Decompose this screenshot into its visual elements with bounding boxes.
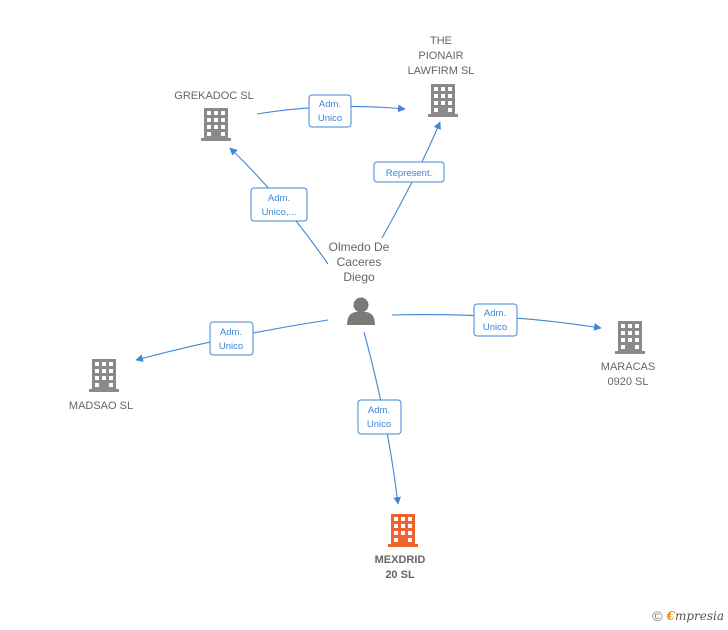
person-name-line: Caceres (337, 255, 382, 269)
edge-label-person-mexdrid[interactable]: Adm. Unico (357, 399, 402, 435)
edge-label-line: Adm. (268, 193, 290, 204)
company-name-line: 20 SL (385, 569, 415, 581)
person-node[interactable]: Olmedo De Caceres Diego (329, 240, 390, 325)
company-node-grekadoc[interactable]: GREKADOC SL (174, 90, 254, 141)
company-node-maracas[interactable]: MARACAS 0920 SL (601, 321, 655, 388)
company-name-line: MEXDRID (375, 554, 426, 566)
company-node-mexdrid[interactable]: MEXDRID 20 SL (375, 514, 426, 581)
edge-label-line: Adm. (368, 405, 390, 416)
building-icon (89, 359, 119, 392)
company-name-line: MARACAS (601, 361, 655, 373)
building-icon (615, 321, 645, 354)
edge-label-line: Adm. (484, 308, 506, 319)
company-name-line: GREKADOC SL (174, 90, 253, 102)
building-icon (428, 84, 458, 117)
edge-label-line: Unico (483, 322, 507, 333)
person-name-line: Olmedo De (329, 240, 390, 254)
company-node-pionair[interactable]: THE PIONAIR LAWFIRM SL (408, 35, 475, 117)
brand-name: mpresia (674, 609, 724, 623)
edge-label-line: Unico (367, 419, 391, 430)
edge-label-line: Adm. (319, 99, 341, 110)
edge-label-line: Unico (219, 341, 243, 352)
company-name-line: PIONAIR (418, 50, 463, 62)
edge-label-grekadoc-pionair[interactable]: Adm. Unico (308, 94, 352, 128)
footer-credit: © €mpresia (652, 608, 724, 624)
company-name-line: 0920 SL (608, 376, 649, 388)
person-icon (347, 297, 375, 325)
company-name-line: MADSAO SL (69, 400, 133, 412)
company-node-madsao[interactable]: MADSAO SL (69, 359, 133, 412)
company-name-line: THE (430, 35, 452, 47)
company-name-line: LAWFIRM SL (408, 65, 475, 77)
edge-label-line: Unico,... (262, 207, 297, 218)
building-icon (388, 514, 418, 547)
edge-label-line: Represent. (386, 168, 432, 179)
copyright-icon: © (652, 608, 663, 624)
edge-label-line: Unico (318, 113, 342, 124)
edge-label-person-madsao[interactable]: Adm. Unico (209, 321, 254, 356)
brand-initial: € (666, 609, 675, 623)
building-icon (201, 108, 231, 141)
edge-label-person-maracas[interactable]: Adm. Unico (473, 303, 518, 337)
person-name-line: Diego (343, 270, 375, 284)
edge-label-person-grekadoc[interactable]: Adm. Unico,... (250, 187, 308, 222)
edge-label-person-pionair[interactable]: Represent. (373, 161, 445, 183)
edge-label-line: Adm. (220, 327, 242, 338)
empresia-logo[interactable]: €mpresia (667, 609, 724, 623)
